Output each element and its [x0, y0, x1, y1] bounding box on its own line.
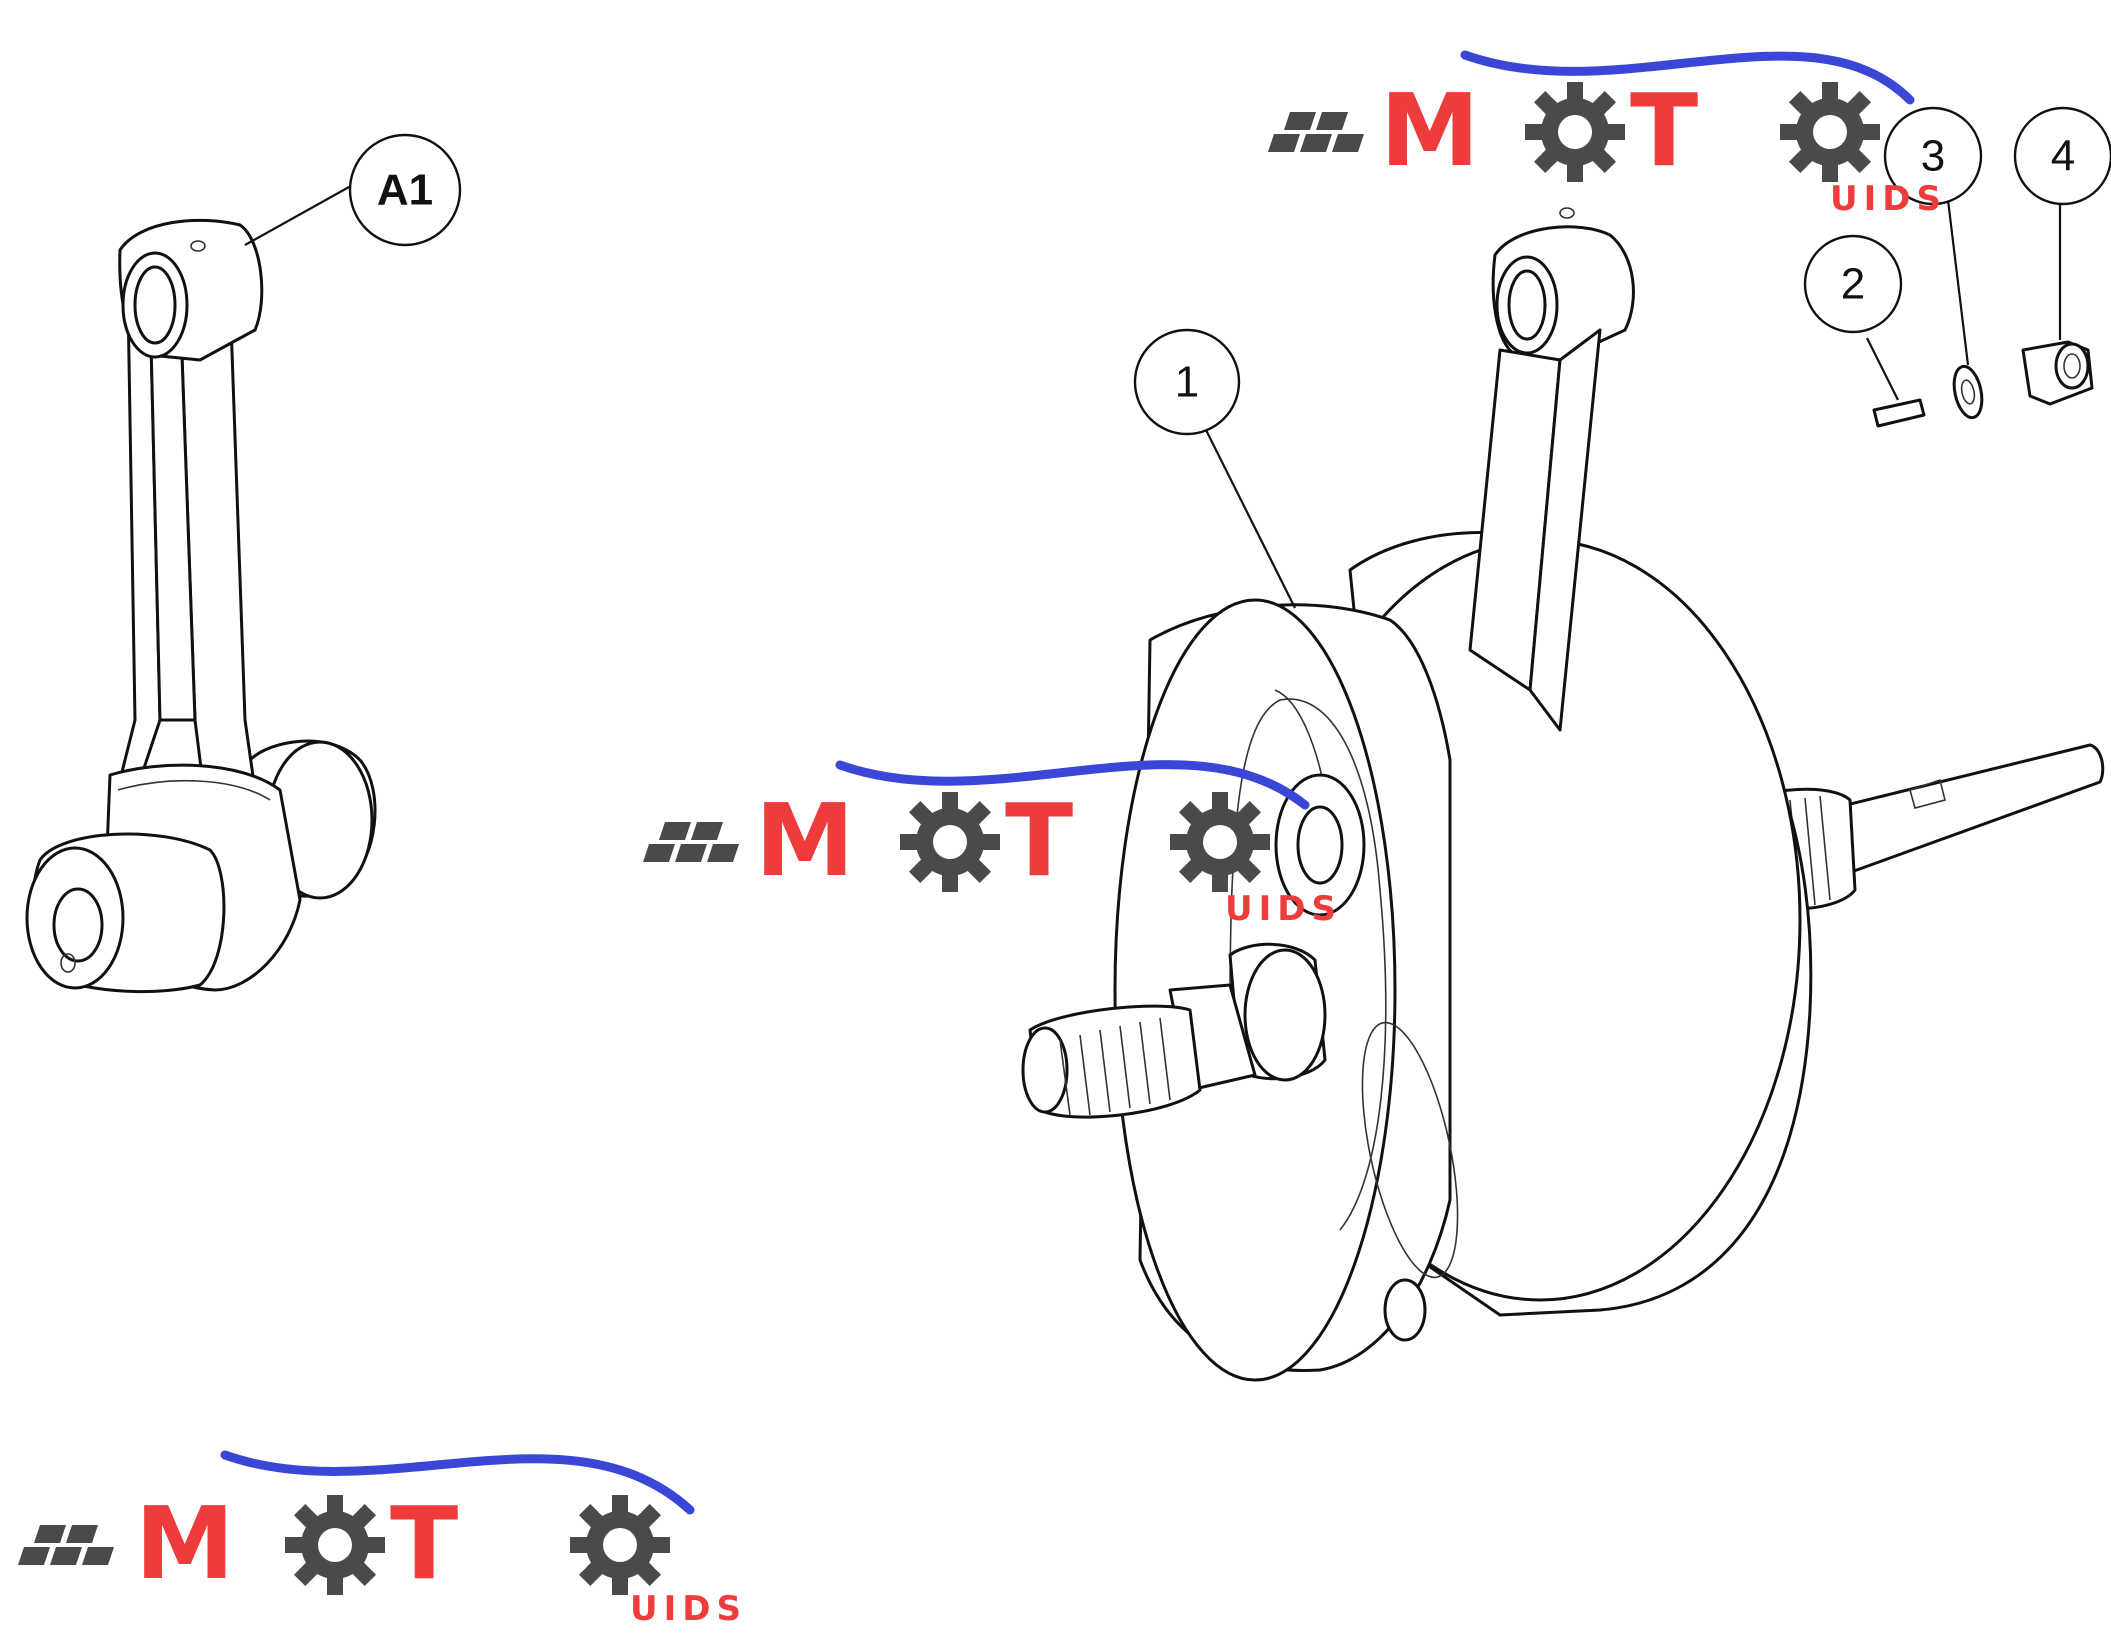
- svg-text:T: T: [1005, 782, 1073, 899]
- svg-text:UIDS: UIDS: [1225, 889, 1342, 929]
- nut-part-4: 4: [2013, 106, 2111, 406]
- washer-part-3: 3: [1883, 106, 1984, 420]
- logo-letter-t: T: [1630, 72, 1698, 189]
- callout-3-circle: [1883, 106, 1983, 206]
- moto-guids-logo-center: M T UIDS: [643, 760, 1342, 929]
- crankshaft-assembly: 1: [1021, 207, 2105, 1382]
- svg-text:M: M: [135, 1485, 235, 1602]
- logo-letter-m: M: [1380, 72, 1480, 189]
- callout-a1-label: A1: [377, 166, 433, 215]
- svg-text:T: T: [390, 1485, 458, 1602]
- callout-1-circle: [1133, 328, 1241, 436]
- moto-guids-logo-top: M T UIDS: [1268, 50, 1947, 219]
- connecting-rod-a1: A1: [25, 133, 462, 994]
- svg-text:UIDS: UIDS: [630, 1589, 747, 1629]
- callout-2-label: 2: [1841, 260, 1865, 309]
- callout-4-circle: [2013, 106, 2111, 206]
- key-part-2: 2: [1803, 234, 1926, 428]
- callout-2-circle: [1803, 234, 1903, 334]
- callout-a1-circle: [348, 133, 462, 247]
- moto-guids-logo-bottom: M T UIDS: [18, 1450, 747, 1629]
- callout-1-label: 1: [1175, 358, 1199, 407]
- logo-sub: UIDS: [1830, 179, 1947, 219]
- svg-text:M: M: [755, 782, 855, 899]
- callout-3-label: 3: [1921, 132, 1945, 181]
- callout-4-label: 4: [2051, 132, 2075, 181]
